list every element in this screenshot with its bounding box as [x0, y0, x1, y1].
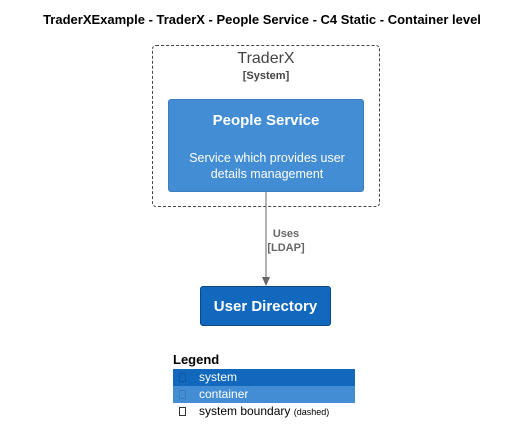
legend-title: Legend [173, 352, 220, 367]
container-swatch-icon [179, 390, 186, 399]
container-name: People Service [212, 112, 320, 129]
relationship-label: Uses [272, 228, 300, 240]
legend-item-label: container [199, 387, 249, 401]
system-name: User Directory [213, 298, 318, 315]
legend-item-container: container [173, 386, 355, 403]
legend-item-note: (dashed) [293, 407, 330, 417]
boundary-type: [System] [242, 70, 290, 82]
legend-item-label: system [199, 370, 238, 384]
arrowhead-icon [262, 277, 270, 286]
people-service-container[interactable]: People Service Service which provides us… [168, 99, 364, 192]
boundary-name: TraderX [237, 50, 295, 67]
boundary-swatch-icon [179, 407, 186, 416]
relationship-technology: [LDAP] [267, 242, 305, 254]
diagram-title: TraderXExample - TraderX - People Servic… [43, 12, 481, 27]
legend-item-label: system boundary [199, 404, 291, 418]
legend-item-boundary: system boundary (dashed) [173, 403, 355, 420]
container-description: Service which provides user details mana… [189, 151, 345, 181]
legend-item-system: system [173, 369, 355, 386]
system-swatch-icon [179, 373, 186, 382]
user-directory-system[interactable]: User Directory [200, 286, 331, 326]
